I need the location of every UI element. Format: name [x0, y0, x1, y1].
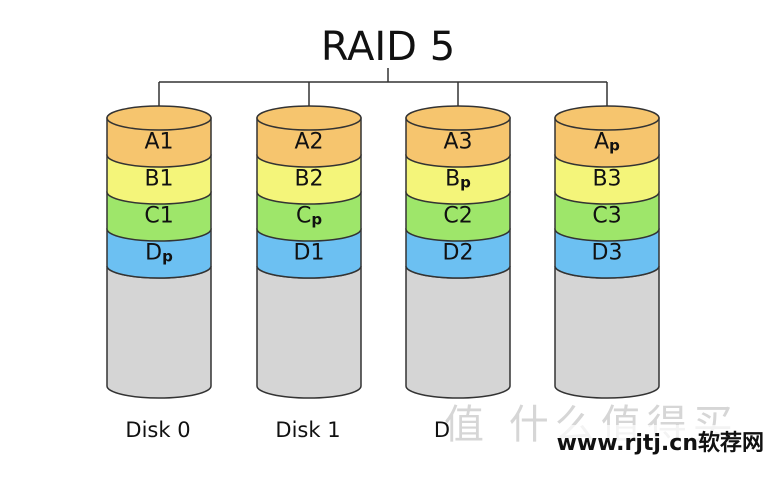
disk-2-block-B: [405, 154, 511, 205]
disk-label-2: D: [433, 418, 451, 442]
block-label-2-A: A3: [443, 130, 472, 155]
disk-3-empty: [554, 265, 660, 399]
disk-1-top-cap: [256, 105, 362, 131]
block-label-0-C: C1: [144, 204, 173, 229]
disk-2-block-C: [405, 191, 511, 242]
block-label-2-C: C2: [443, 204, 472, 229]
disk-3-top-cap: [554, 105, 660, 131]
block-label-3-A: Ap: [594, 130, 620, 155]
block-label-3-C: C3: [592, 204, 621, 229]
disk-0-block-B: [106, 154, 212, 205]
block-label-3-D: D3: [592, 241, 623, 266]
disk-label-0: Disk 0: [125, 418, 191, 442]
block-label-3-B: B3: [592, 167, 621, 192]
disk-0-top-cap: [106, 105, 212, 131]
disk-3-block-C: [554, 191, 660, 242]
disk-3-block-B: [554, 154, 660, 205]
block-label-1-C: Cp: [296, 204, 322, 229]
disk-0-block-D: [106, 228, 212, 279]
block-label-0-D: Dp: [145, 241, 173, 266]
disk-2-block-D: [405, 228, 511, 279]
block-label-0-B: B1: [144, 167, 173, 192]
disk-3-block-A: [554, 117, 660, 168]
disk-1-block-A: [256, 117, 362, 168]
block-label-2-B: Bp: [445, 167, 471, 192]
disk-1-block-C: [256, 191, 362, 242]
disk-label-1: Disk 1: [275, 418, 341, 442]
disk-1-empty: [256, 265, 362, 399]
disk-0-block-C: [106, 191, 212, 242]
disk-0-block-A: [106, 117, 212, 168]
disk-1-block-B: [256, 154, 362, 205]
block-label-1-B: B2: [294, 167, 323, 192]
block-label-0-A: A1: [144, 130, 173, 155]
disk-2-block-A: [405, 117, 511, 168]
disk-1-block-D: [256, 228, 362, 279]
block-label-1-A: A2: [294, 130, 323, 155]
disk-2-top-cap: [405, 105, 511, 131]
block-label-2-D: D2: [443, 241, 474, 266]
disk-0-empty: [106, 265, 212, 399]
watermark: www.rjtj.cn软荐网: [554, 425, 766, 457]
disk-3-block-D: [554, 228, 660, 279]
disk-2-empty: [405, 265, 511, 399]
block-label-1-D: D1: [294, 241, 325, 266]
diagram-title: RAID 5: [320, 24, 456, 70]
